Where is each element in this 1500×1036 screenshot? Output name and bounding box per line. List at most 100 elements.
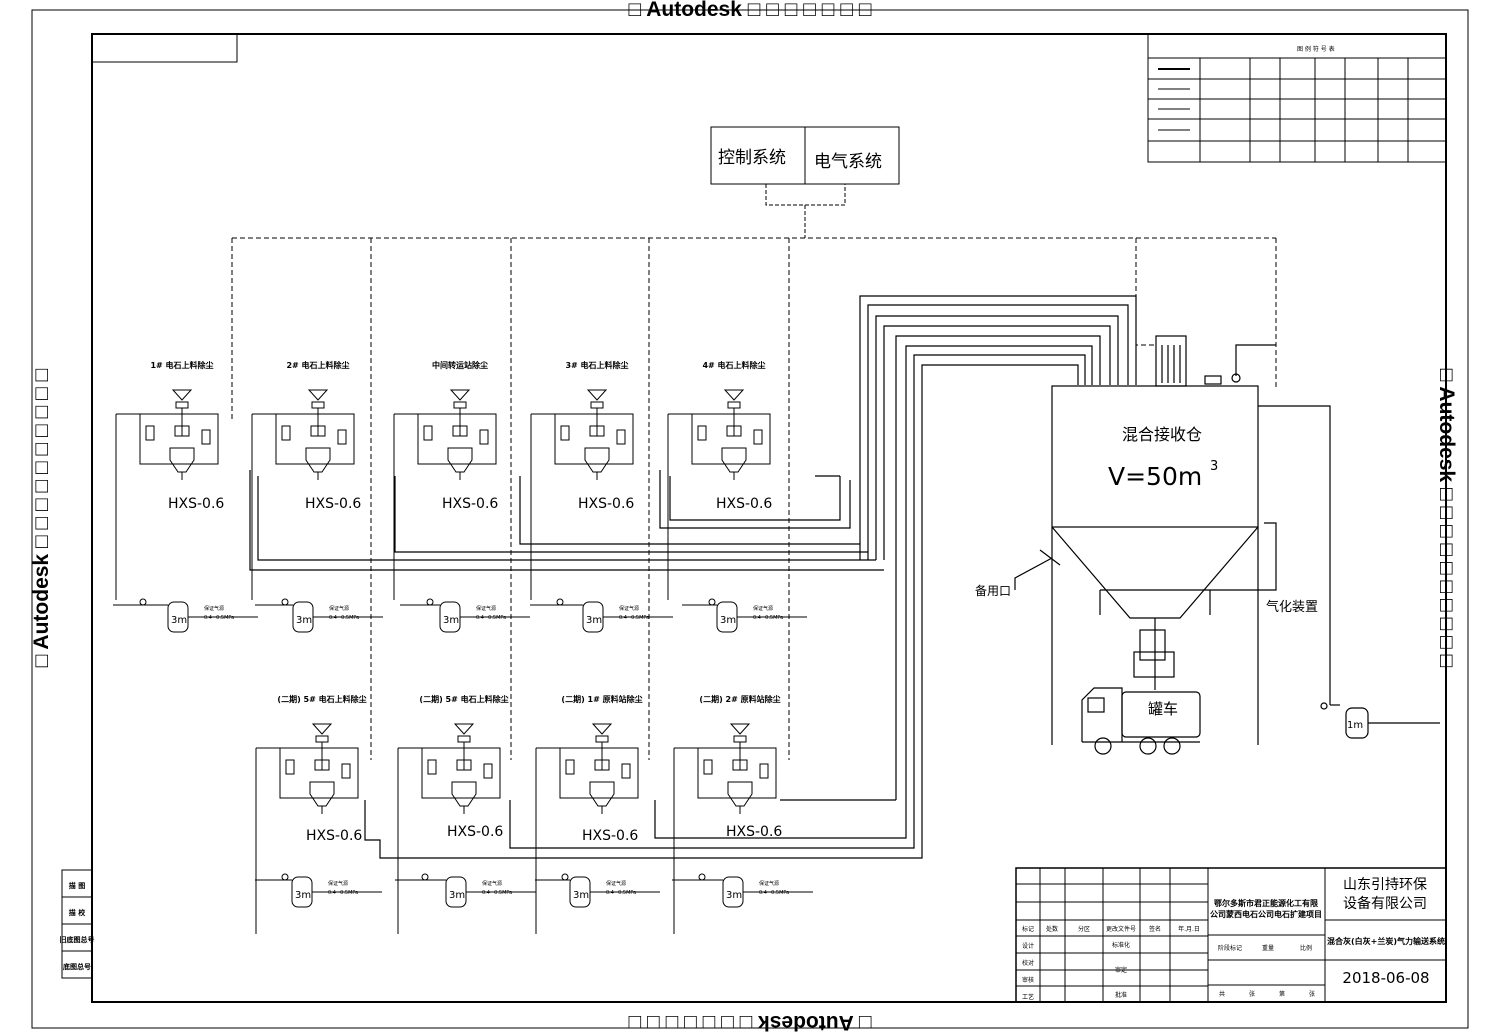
air-tank-label: 3m [295, 890, 311, 901]
air-supply-note: 保证气源 [619, 605, 639, 612]
air-supply-note: 保证气源 [606, 880, 626, 887]
legend-table: 图 例 符 号 表 [1147, 33, 1447, 163]
unit-name: (二期) 5# 电石上料除尘 [277, 694, 366, 704]
electric-system-label: 电气系统 [814, 152, 882, 172]
air-supply-note: 保证气源 [204, 605, 224, 612]
air-tank-label: 3m [726, 890, 742, 901]
conveying-pipes [249, 295, 1137, 859]
company-name-line1: 山东引持环保 [1343, 877, 1427, 893]
revision-label: 旧底图总号 [60, 935, 95, 944]
air-tank-label: 3m [720, 615, 736, 626]
title-block-text: 标记设计校对审核工艺处数分区更改文件号签名年.月.日标准化审定批准阶段标记重量比… [1022, 925, 1315, 1001]
tb-sheet-label: 张 [1309, 990, 1315, 998]
air-pressure-note: 0.4~0.5MPa [759, 890, 789, 896]
control-system-label: 控制系统 [718, 148, 786, 168]
unit-name: 3# 电石上料除尘 [565, 360, 628, 370]
air-pressure-note: 0.4~0.5MPa [606, 890, 636, 896]
tb-col-label: 处数 [1046, 925, 1058, 933]
unit-model: HXS-0.6 [726, 824, 782, 840]
silo-dust-filter [1155, 335, 1187, 387]
silo-level-meter [1204, 375, 1222, 385]
feed-units: 1# 电石上料除尘 HXS-0.6 3m 保证气源 0.4~0.5MPa 2# 电石上料除… [113, 360, 813, 934]
air-pressure-note: 0.4~0.5MPa [204, 615, 234, 621]
air-pressure-note: 0.4~0.5MPa [328, 890, 358, 896]
unit-name: (二期) 1# 原料站除尘 [561, 694, 642, 704]
drawing-date: 2018-06-08 [1342, 969, 1429, 987]
tb-row-label: 校对 [1022, 959, 1034, 967]
unit-model: HXS-0.6 [305, 496, 361, 512]
legend-title: 图 例 符 号 表 [1297, 45, 1335, 53]
unit-name: 1# 电石上料除尘 [150, 360, 213, 370]
unit-name: (二期) 5# 电石上料除尘 [419, 694, 508, 704]
air-pressure-note: 0.4~0.5MPa [329, 615, 359, 621]
tanker-truck [1081, 687, 1201, 755]
air-tank-label: 3m [171, 615, 187, 626]
air-tank-label: 3m [573, 890, 589, 901]
tb-row-label: 工艺 [1022, 993, 1034, 1001]
silo-tank-label: 1m [1347, 720, 1363, 731]
silo-volume-exponent: 3 [1210, 459, 1218, 474]
sheet-outer-border [31, 9, 1469, 1029]
spare-port-label: 备用口 [975, 584, 1011, 598]
revision-label: 描 校 [69, 908, 86, 917]
air-pressure-note: 0.4~0.5MPa [619, 615, 649, 621]
air-tank-label: 3m [296, 615, 312, 626]
control-bus [231, 237, 1277, 760]
unit-model: HXS-0.6 [442, 496, 498, 512]
unit-model: HXS-0.6 [168, 496, 224, 512]
feed-unit: (二期) 2# 原料站除尘 HXS-0.6 3m 保证气源 0.4~0.5MPa [672, 694, 813, 934]
air-pressure-note: 0.4~0.5MPa [476, 615, 506, 621]
tb-sign-label: 标准化 [1112, 941, 1130, 949]
revision-label: 描 图 [69, 881, 85, 890]
silo-air-tank [1320, 702, 1440, 739]
tb-col-label: 更改文件号 [1106, 925, 1136, 933]
drawing-frame [91, 33, 1447, 1003]
unit-name: 中间转运站除尘 [432, 360, 488, 370]
revision-block [61, 869, 93, 979]
revision-label: 底图总号 [63, 962, 91, 971]
feed-unit: 中间转运站除尘 HXS-0.6 3m 保证气源 0.4~0.5MPa [393, 360, 530, 633]
unit-name: (二期) 2# 原料站除尘 [699, 694, 780, 704]
unit-model: HXS-0.6 [578, 496, 634, 512]
aeration-label: 气化装置 [1266, 599, 1318, 615]
tb-sheet-label: 共 [1219, 990, 1225, 998]
air-tank-label: 3m [449, 890, 465, 901]
tb-row-label: 设计 [1022, 942, 1034, 950]
air-pressure-note: 0.4~0.5MPa [482, 890, 512, 896]
silo-name: 混合接收仓 [1122, 425, 1202, 444]
tb-row-label: 标记 [1022, 925, 1034, 933]
silo-volume: V=50m [1108, 462, 1202, 491]
unit-name: 2# 电石上料除尘 [286, 360, 349, 370]
air-supply-note: 保证气源 [482, 880, 502, 887]
air-tank-label: 3m [586, 615, 602, 626]
tb-sheet-label: 第 [1279, 990, 1285, 998]
tb-sign-label: 审定 [1115, 966, 1127, 974]
tb-col-label: 年.月.日 [1178, 925, 1200, 933]
unit-model: HXS-0.6 [447, 824, 503, 840]
air-supply-note: 保证气源 [759, 880, 779, 887]
tb-sign-label: 批准 [1115, 991, 1127, 999]
air-supply-note: 保证气源 [476, 605, 496, 612]
drawing-title: 混合灰(白灰+兰炭)气力输送系统 [1327, 936, 1445, 946]
title-block [1015, 867, 1447, 1003]
tb-row-label: 审核 [1022, 976, 1034, 984]
tb-col-label: 分区 [1078, 925, 1090, 933]
client-project-line2: 公司蒙西电石公司电石扩建项目 [1210, 909, 1322, 919]
tb-stage-label: 重量 [1262, 944, 1274, 952]
tb-stage-label: 阶段标记 [1218, 944, 1242, 952]
feed-unit: 1# 电石上料除尘 HXS-0.6 3m 保证气源 0.4~0.5MPa [113, 360, 258, 633]
tb-stage-label: 比例 [1300, 944, 1312, 952]
air-tank-label: 3m [443, 615, 459, 626]
air-supply-note: 保证气源 [328, 880, 348, 887]
air-supply-note: 保证气源 [329, 605, 349, 612]
feed-unit: (二期) 5# 电石上料除尘 HXS-0.6 3m 保证气源 0.4~0.5MPa [395, 694, 536, 934]
control-cabinet: 控制系统 电气系统 [710, 126, 900, 238]
truck-label: 罐车 [1148, 700, 1178, 718]
unit-model: HXS-0.6 [716, 496, 772, 512]
air-pressure-note: 0.4~0.5MPa [753, 615, 783, 621]
